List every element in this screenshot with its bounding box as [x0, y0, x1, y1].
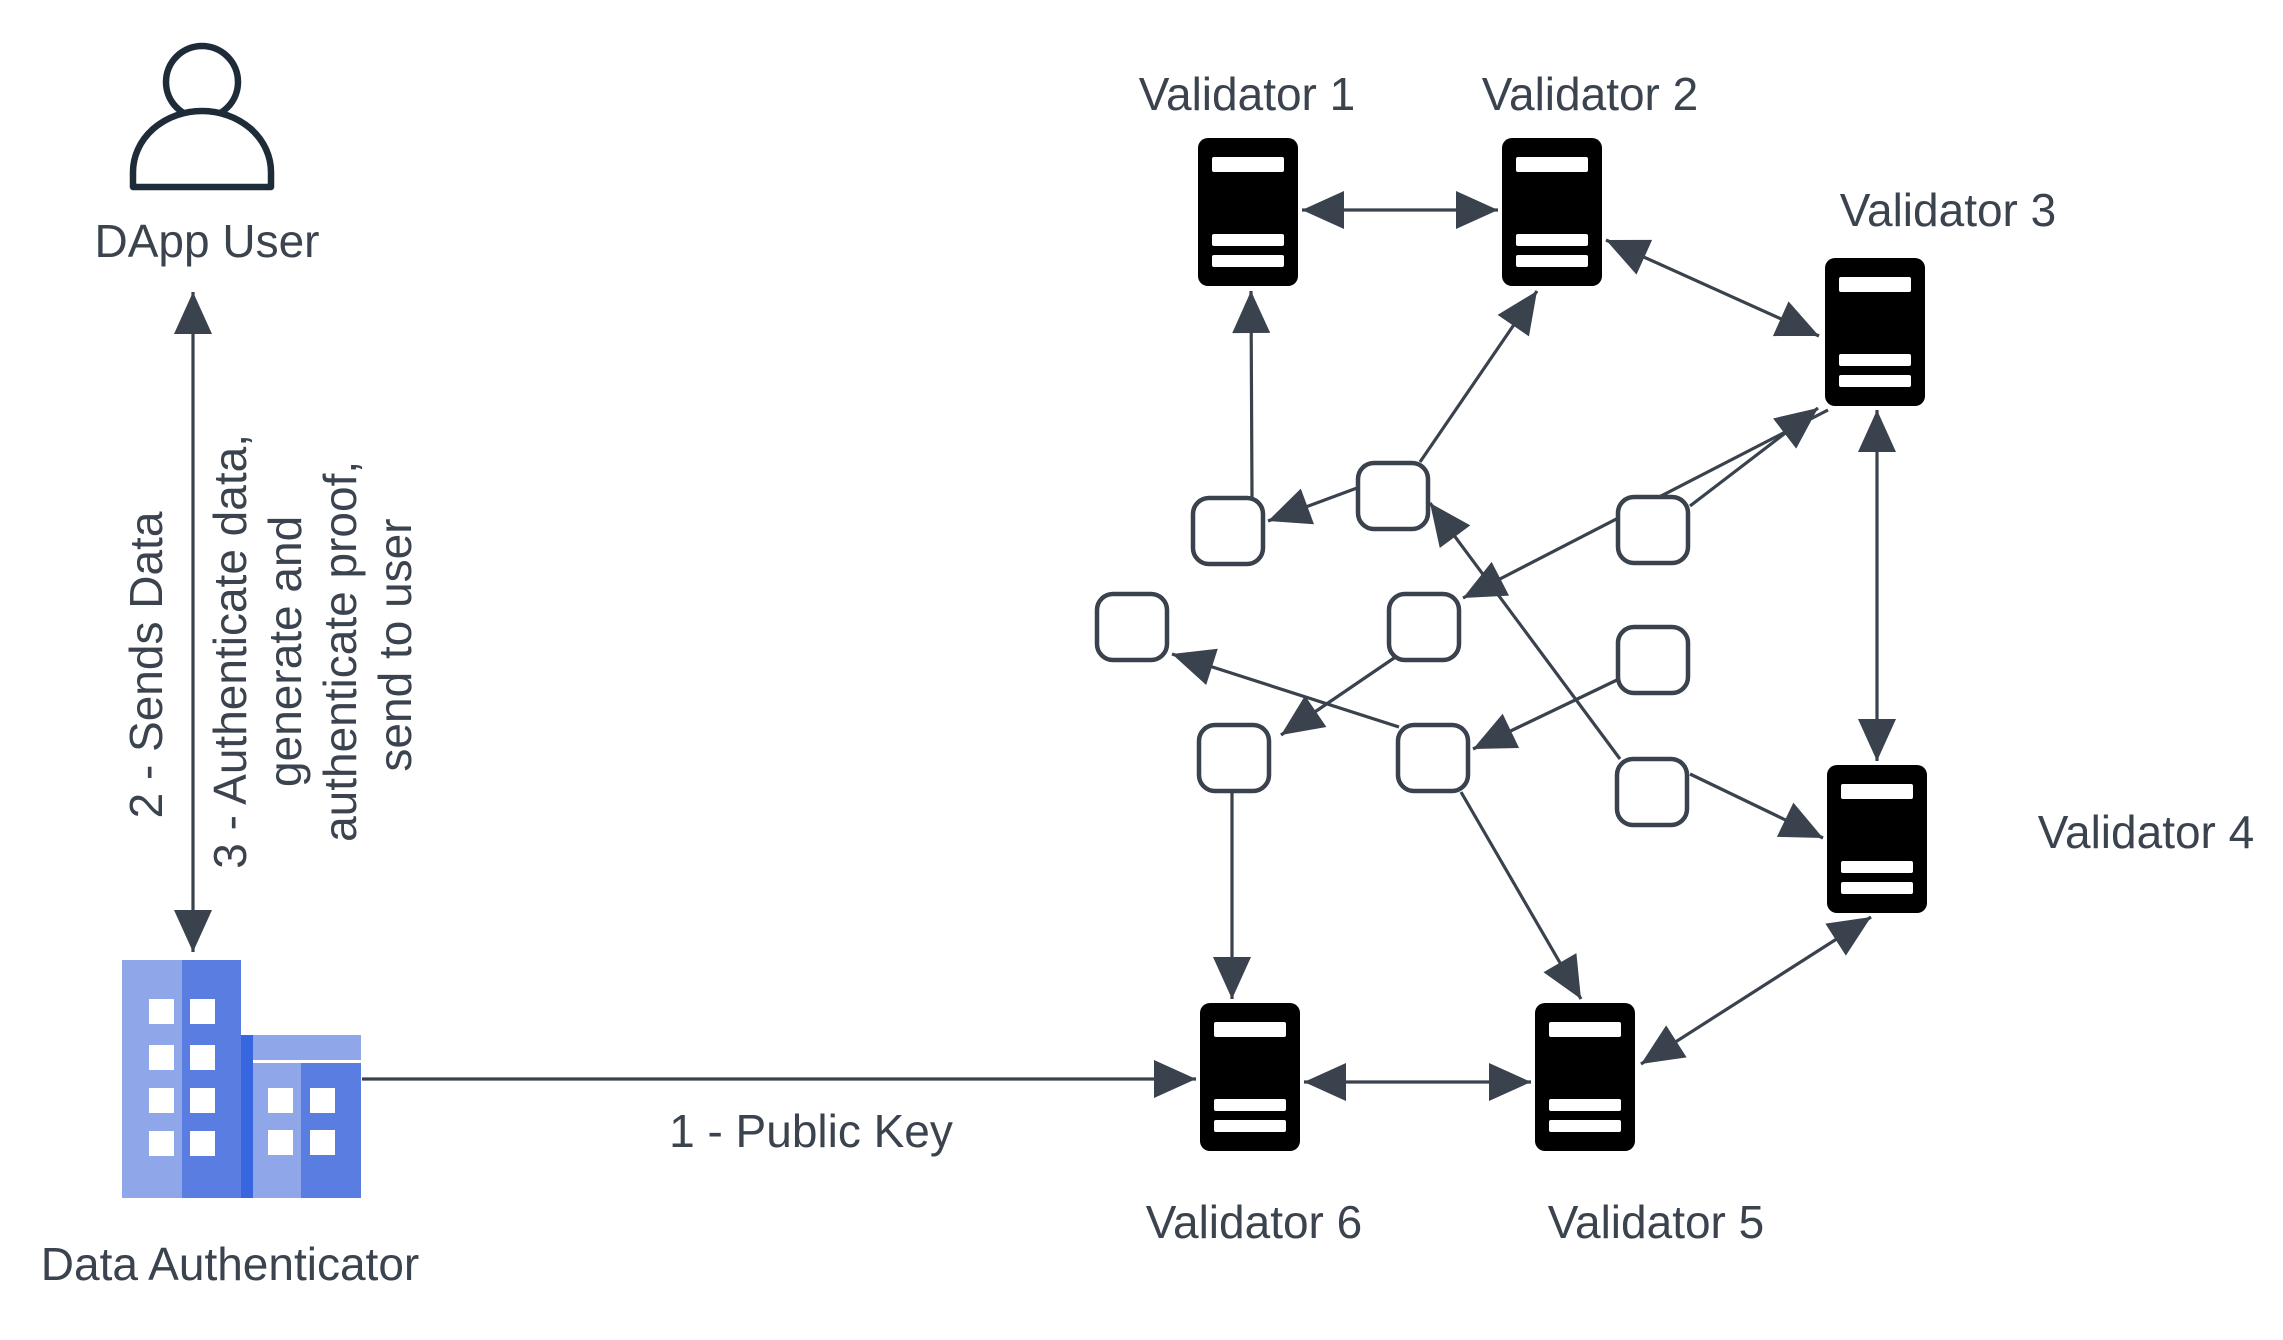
validator-2-label: Validator 2 — [1482, 68, 1699, 120]
edge-node-C-to-validator-3 — [1689, 406, 1819, 508]
server-slot-icon — [1214, 1099, 1286, 1111]
server-slot-icon — [1516, 157, 1588, 172]
server-slot-icon — [1516, 234, 1588, 246]
building-annex-sep — [253, 1060, 361, 1063]
validator-1-icon — [1198, 138, 1298, 286]
authenticate-proof-line: generate and — [259, 516, 311, 787]
edge-node-B-to-validator-2 — [1418, 290, 1539, 463]
building-window — [268, 1088, 293, 1113]
peer-node-F — [1615, 624, 1691, 696]
server-slot-icon — [1212, 255, 1284, 267]
validators-layer: Validator 1 Validator 2 Validator 3 Validat… — [1139, 68, 2255, 1248]
building-tower-light — [122, 960, 182, 1198]
edge-node-F-to-node-H — [1472, 677, 1620, 751]
validator-5-label: Validator 5 — [1548, 1196, 1765, 1248]
edge-validator-2-to-validator-3 — [1605, 238, 1820, 338]
edge-node-E-to-node-G — [1280, 654, 1398, 737]
validator-1-label: Validator 1 — [1139, 68, 1356, 120]
building-annex-roof — [253, 1035, 361, 1060]
server-slot-icon — [1841, 861, 1913, 873]
building-window — [310, 1088, 335, 1113]
edge-node-I-to-validator-4 — [1689, 772, 1824, 840]
validator-2: Validator 2 — [1482, 68, 1699, 286]
peer-node-E — [1386, 591, 1462, 663]
validator-3-icon — [1825, 258, 1925, 406]
peer-node-B — [1355, 460, 1431, 532]
server-slot-icon — [1841, 784, 1913, 799]
validator-4-icon — [1827, 765, 1927, 913]
building-window — [149, 999, 174, 1024]
validator-3: Validator 3 — [1825, 184, 2056, 406]
server-slot-icon — [1549, 1120, 1621, 1132]
public-key-label: 1 - Public Key — [669, 1105, 953, 1157]
person-body — [129, 107, 275, 191]
validator-1: Validator 1 — [1139, 68, 1356, 286]
building-window — [190, 999, 215, 1024]
building-window — [149, 1131, 174, 1156]
building-window — [190, 1131, 215, 1156]
validator-5-icon — [1535, 1003, 1635, 1151]
data-authenticator-label: Data Authenticator — [41, 1238, 419, 1290]
peer-nodes-layer — [1094, 460, 1691, 828]
server-slot-icon — [1212, 234, 1284, 246]
validator-3-label: Validator 3 — [1840, 184, 2057, 236]
edge-node-A-to-validator-1 — [1232, 290, 1271, 498]
peer-node-I — [1614, 756, 1690, 828]
server-slot-icon — [1841, 882, 1913, 894]
server-slot-icon — [1516, 255, 1588, 267]
server-slot-icon — [1839, 354, 1911, 366]
edge-node-H-to-node-D — [1171, 648, 1400, 729]
validator-2-icon — [1502, 138, 1602, 286]
authenticate-proof-line: 3 - Authenticate data, — [204, 434, 256, 869]
validator-6-icon — [1200, 1003, 1300, 1151]
building-window — [268, 1130, 293, 1155]
server-slot-icon — [1549, 1099, 1621, 1111]
peer-node-H — [1395, 722, 1471, 794]
dapp-user-label: DApp User — [95, 215, 320, 267]
building-window — [190, 1088, 215, 1113]
edge-node-I-to-node-B — [1428, 502, 1622, 760]
edges-layer — [174, 191, 1896, 1101]
edge-node-H-to-validator-5 — [1459, 791, 1583, 1000]
building-window — [149, 1045, 174, 1070]
peer-node-G — [1196, 722, 1272, 794]
authenticate-proof-label: 3 - Authenticate data, generate and auth… — [204, 421, 421, 869]
authenticate-proof-line: send to user — [369, 518, 421, 771]
validator-5: Validator 5 — [1535, 1003, 1764, 1248]
server-slot-icon — [1214, 1120, 1286, 1132]
validator-4-label: Validator 4 — [2038, 806, 2255, 858]
peer-node-A — [1190, 495, 1266, 567]
building-strip — [241, 1035, 253, 1198]
building-window — [149, 1088, 174, 1113]
sends-data-label: 2 - Sends Data — [120, 511, 172, 818]
data-authenticator-icon — [122, 960, 361, 1198]
dapp-user-icon — [129, 42, 275, 191]
server-slot-icon — [1212, 157, 1284, 172]
validator-6-label: Validator 6 — [1146, 1196, 1363, 1248]
server-slot-icon — [1839, 375, 1911, 387]
person-head — [162, 42, 242, 122]
server-slot-icon — [1214, 1022, 1286, 1037]
server-slot-icon — [1549, 1022, 1621, 1037]
building-tower-medium — [182, 960, 241, 1198]
building-window — [190, 1045, 215, 1070]
building-window — [310, 1130, 335, 1155]
edge-validator-4-to-validator-5 — [1640, 915, 1872, 1066]
authenticate-proof-line: authenticate proof, — [314, 461, 366, 842]
validator-6: Validator 6 — [1146, 1003, 1363, 1248]
peer-node-D — [1094, 591, 1170, 663]
server-slot-icon — [1839, 277, 1911, 292]
edge-node-B-to-node-A — [1267, 486, 1358, 525]
peer-node-C — [1615, 494, 1691, 566]
validator-4: Validator 4 — [1827, 765, 2254, 913]
